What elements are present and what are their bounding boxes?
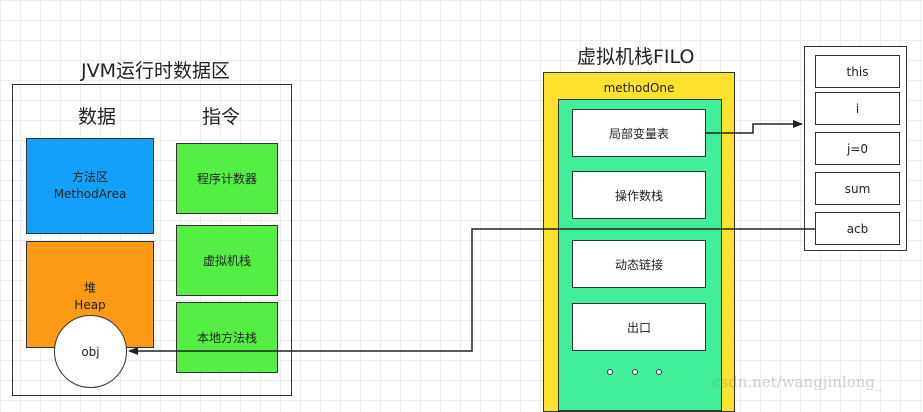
local-variable-table-box: 局部变量表 — [572, 109, 706, 157]
data-header: 数据 — [78, 106, 117, 128]
watermark: csdn.net/wangjinlong_ — [712, 373, 883, 391]
ellipsis-dot-3 — [656, 369, 662, 375]
ellipsis-dot-2 — [632, 369, 638, 375]
local-sum: sum — [815, 172, 900, 205]
dynamic-linking-box: 动态链接 — [572, 240, 706, 288]
heap-cn: 堆 — [83, 281, 96, 295]
local-i: i — [815, 92, 900, 125]
method-area-box: 方法区 MethodArea — [26, 138, 154, 234]
method-area-cn: 方法区 — [71, 170, 108, 184]
instruction-header: 指令 — [202, 106, 241, 128]
jvm-container — [12, 84, 292, 396]
vm-stack-box: 虚拟机栈 — [176, 225, 278, 296]
local-this: this — [815, 55, 900, 88]
obj-circle: obj — [54, 315, 127, 388]
local-acb: acb — [815, 212, 900, 245]
heap-en: Heap — [74, 298, 106, 312]
arrow-locals-to-table — [706, 120, 803, 134]
native-method-stack-box: 本地方法栈 — [176, 302, 278, 373]
vm-stack-title: 虚拟机栈FILO — [577, 46, 695, 68]
ellipsis-dot-1 — [607, 369, 613, 375]
return-address-box: 出口 — [572, 303, 706, 351]
local-j: j=0 — [815, 132, 900, 165]
frame-label: methodOne — [603, 81, 675, 95]
jvm-title: JVM运行时数据区 — [81, 60, 230, 82]
program-counter-box: 程序计数器 — [176, 143, 278, 214]
method-area-en: MethodArea — [53, 187, 127, 201]
operand-stack-box: 操作数栈 — [572, 171, 706, 219]
arrow-acb-to-obj — [128, 228, 815, 355]
